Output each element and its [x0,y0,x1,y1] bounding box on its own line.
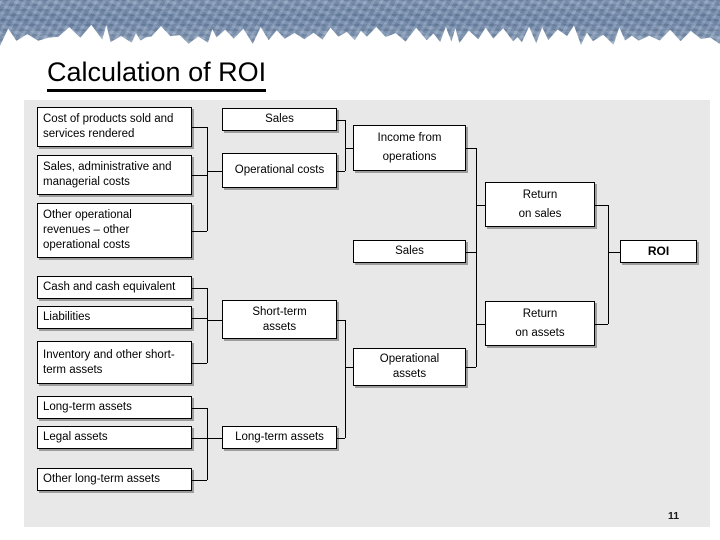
node-label-line: Operational costs [234,164,325,176]
node-sales-mid: Sales [353,240,466,263]
connector-line [207,127,208,231]
connector-line [192,408,207,409]
connector-line [192,438,207,439]
node-long-term-assets-agg: Long-term assets [222,426,337,449]
node-label-line: term assets [43,363,103,376]
node-label-line: Sales [395,245,424,257]
connector-line [466,252,476,253]
connector-line [337,320,345,321]
node-label-line: Legal assets [43,431,108,443]
node-label-line: Long-term assets [235,431,324,443]
connector-line [192,318,207,319]
node-sales-admin-costs: Sales, administrative and managerial cost… [37,155,192,195]
node-other-operational: Other operational revenues – other operati… [37,203,192,258]
node-long-term-assets-src: Long-term assets [37,396,192,419]
node-label-line: revenues – other [43,224,130,236]
node-other-long-term-assets: Other long-term assets [37,468,192,491]
connector-line [207,288,208,363]
connector-line [476,252,477,367]
node-label-line: on sales [518,207,562,220]
connector-line [466,148,476,149]
connector-line [345,367,353,368]
connector-line [207,320,222,321]
connector-line [608,205,609,324]
node-label-line: Sales, administrative and [43,161,172,173]
node-cash-and-equivalent: Cash and cash equivalent [37,276,192,299]
node-label-line: ROI [647,244,670,258]
connector-line [207,171,222,172]
node-operational-assets: Operational assets [353,348,466,386]
node-label-line: Short-term [252,305,307,318]
connector-line [595,205,608,206]
node-label-line: Cost of products sold and [43,113,174,125]
connector-line [207,438,222,439]
connector-line [466,367,476,368]
node-label-line: services rendered [43,128,135,140]
connector-line [192,363,207,364]
node-label-line: operational costs [43,239,130,251]
node-sales-top: Sales [222,108,337,131]
connector-line [345,120,346,171]
connector-line [192,127,207,128]
decorative-header-band [0,0,720,46]
node-label-line: Long-term assets [43,401,132,413]
connector-line [192,288,207,289]
node-label-line: assets [262,320,297,333]
node-label-line: Liabilities [43,311,91,323]
node-roi: ROI [620,240,697,263]
node-label-line: Other long-term assets [43,473,160,485]
page-number: 11 [668,510,680,522]
node-label-line: Return [522,307,558,320]
connector-line [476,205,485,206]
node-operational-costs: Operational costs [222,153,337,188]
connector-line [337,171,345,172]
node-label-line: Cash and cash equivalent [43,281,176,293]
node-label-line: Sales [265,113,294,125]
node-inventory-short-term: Inventory and other short-term assets [37,341,192,384]
torn-edge-icon [0,24,720,46]
connector-line [207,408,208,480]
node-label-line: Income from [377,132,442,144]
node-short-term-assets: Short-term assets [222,300,337,339]
connector-line [345,148,353,149]
connector-line [337,120,345,121]
page-title: Calculation of ROI [47,56,267,92]
connector-line [476,324,485,325]
connector-line [192,480,207,481]
node-label-line: assets [392,368,427,380]
node-label-line: on assets [515,326,565,339]
node-return-on-sales: Return on sales [485,182,595,227]
connector-line [595,324,608,325]
node-label-line: Other operational [43,209,132,221]
connector-line [345,320,346,438]
connector-line [192,231,207,232]
connector-line [192,175,207,176]
connector-line [476,148,477,252]
connector-line [608,252,620,253]
node-liabilities: Liabilities [37,306,192,329]
node-label-line: operations [382,151,437,163]
node-cost-of-products: Cost of products sold and services render… [37,107,192,147]
node-return-on-assets: Return on assets [485,301,595,346]
node-legal-assets: Legal assets [37,426,192,449]
node-income-from-operations: Income from operations [353,125,466,171]
node-label-line: Inventory and other short- [43,348,175,361]
node-label-line: Return [522,188,558,201]
node-label-line: managerial costs [43,176,130,188]
connector-line [337,438,345,439]
node-label-line: Operational [379,353,440,365]
